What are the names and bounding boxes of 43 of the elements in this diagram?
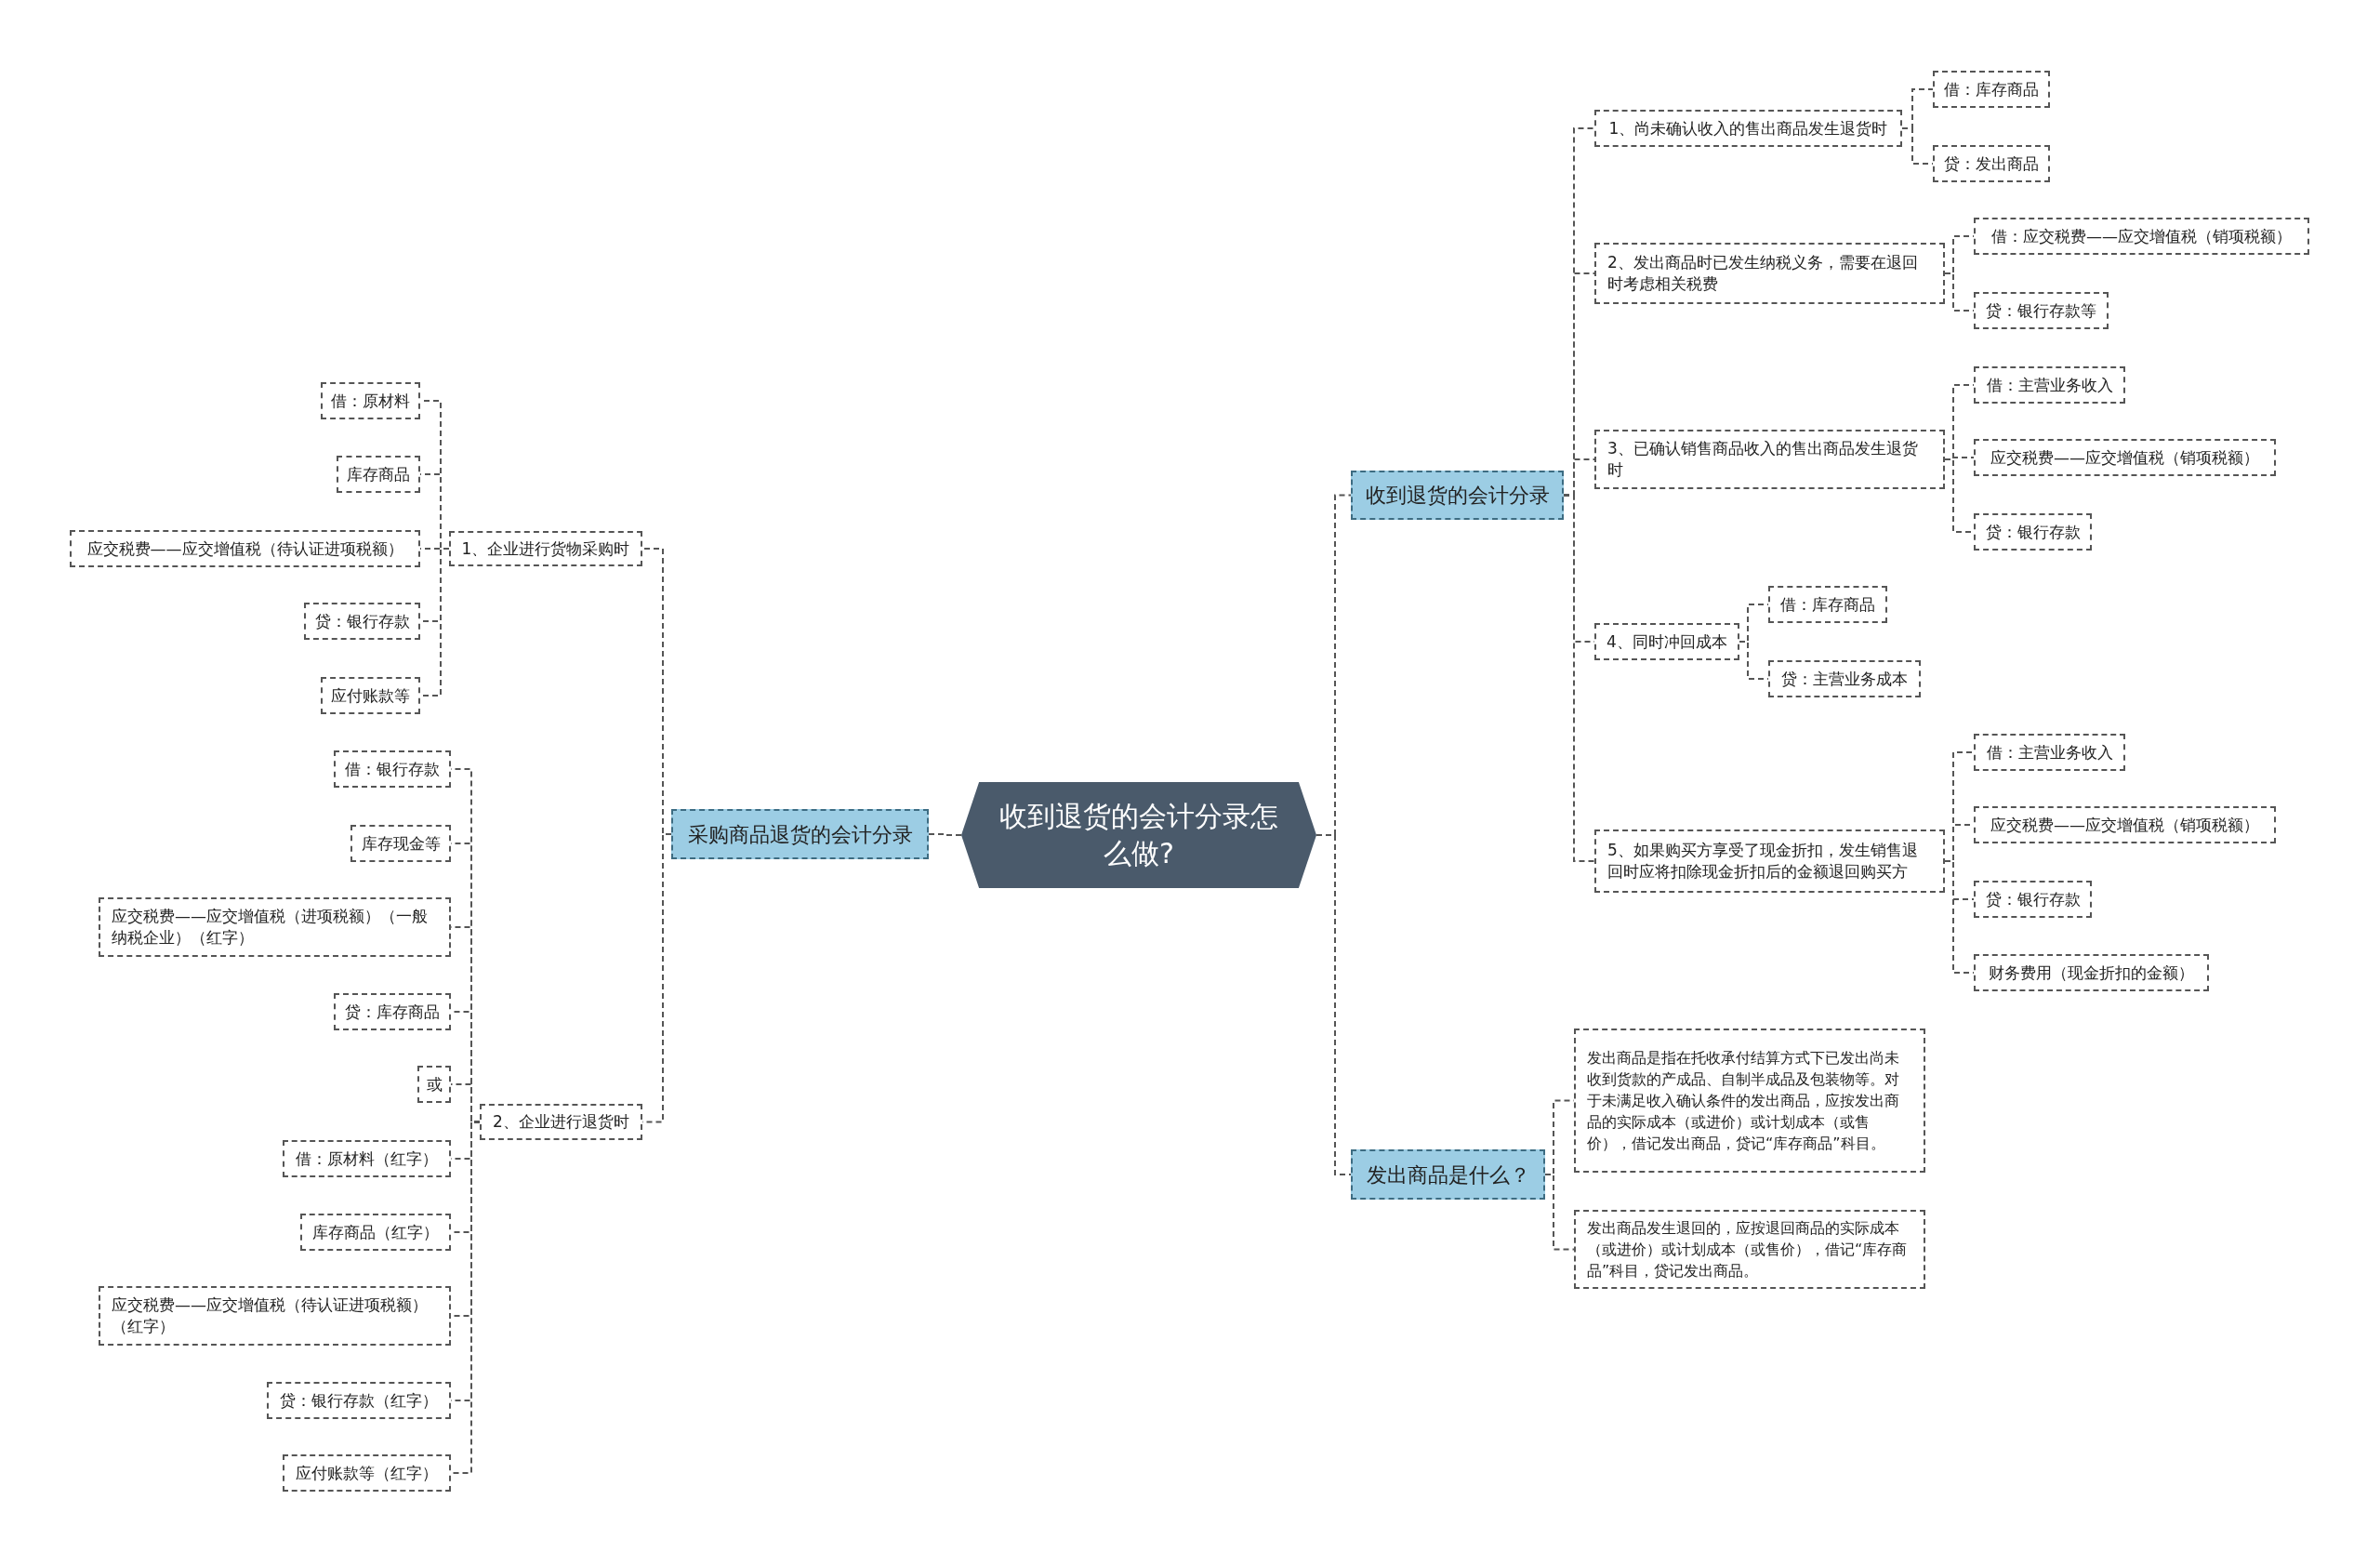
topic-box: 库存商品（红字） [300,1214,451,1251]
topic-box: 借：库存商品 [1933,71,2050,108]
topic-box: 应付账款等 [321,677,420,714]
branch-topic: 发出商品是什么？ [1351,1149,1545,1200]
topic-box: 借：原材料 [321,382,420,419]
central-topic: 收到退货的会计分录怎么做? [961,782,1316,888]
topic-box: 应付账款等（红字） [283,1454,451,1492]
topic-box: 贷：银行存款 [1974,881,2092,918]
topic-box: 应交税费——应交增值税（进项税额）（一般纳税企业）（红字） [99,897,451,957]
topic-box: 贷：主营业务成本 [1768,660,1921,697]
topic-box: 4、同时冲回成本 [1594,623,1739,660]
branch-topic: 采购商品退货的会计分录 [671,809,929,859]
topic-box: 发出商品发生退回的，应按退回商品的实际成本（或进价）或计划成本（或售价），借记“库存商品”科目，贷记发出商品。 [1574,1210,1925,1289]
topic-box: 1、尚未确认收入的售出商品发生退货时 [1594,110,1902,147]
topic-box: 发出商品是指在托收承付结算方式下已发出尚未收到货款的产成品、自制半成品及包装物等。对于未满足收入确认条件的发出商品，应按发出商品的实际成本（或进价）或计划成本（或售价），借记发出商品，贷记“库存商品”科目。 [1574,1029,1925,1173]
topic-box: 借：应交税费——应交增值税（销项税额） [1974,218,2309,255]
topic-box: 贷：银行存款 [1974,513,2092,551]
topic-box: 1、企业进行货物采购时 [449,531,642,566]
topic-box: 贷：银行存款等 [1974,292,2109,329]
topic-box: 借：主营业务收入 [1974,366,2125,404]
topic-box: 借：主营业务收入 [1974,734,2125,771]
topic-box: 贷：发出商品 [1933,145,2050,182]
topic-box: 3、已确认销售商品收入的售出商品发生退货时 [1594,430,1945,489]
topic-box: 2、企业进行退货时 [480,1104,642,1140]
topic-box: 应交税费——应交增值税（待认证进项税额）（红字） [99,1286,451,1346]
topic-box: 应交税费——应交增值税（销项税额） [1974,806,2276,843]
topic-box: 库存现金等 [350,825,451,862]
connector-line [1544,1174,1575,1251]
topic-box: 贷：库存商品 [334,993,451,1030]
topic-box: 2、发出商品时已发生纳税义务，需要在退回时考虑相关税费 [1594,243,1945,304]
topic-box: 借：库存商品 [1768,586,1887,623]
topic-box: 贷：银行存款（红字） [267,1382,451,1419]
topic-box: 财务费用（现金折扣的金额） [1974,954,2209,991]
topic-box: 应交税费——应交增值税（待认证进项税额） [70,530,420,567]
topic-box: 借：银行存款 [334,750,451,788]
topic-box: 或 [417,1066,451,1103]
topic-box: 贷：银行存款 [304,603,420,640]
connector-line [928,833,962,836]
topic-box: 库存商品 [337,456,420,493]
topic-box: 借：原材料（红字） [283,1140,451,1177]
branch-topic: 收到退货的会计分录 [1351,471,1564,520]
topic-box: 5、如果购买方享受了现金折扣，发生销售退回时应将扣除现金折扣后的金额退回购买方 [1594,829,1945,893]
topic-box: 应交税费——应交增值税（销项税额） [1974,439,2276,476]
